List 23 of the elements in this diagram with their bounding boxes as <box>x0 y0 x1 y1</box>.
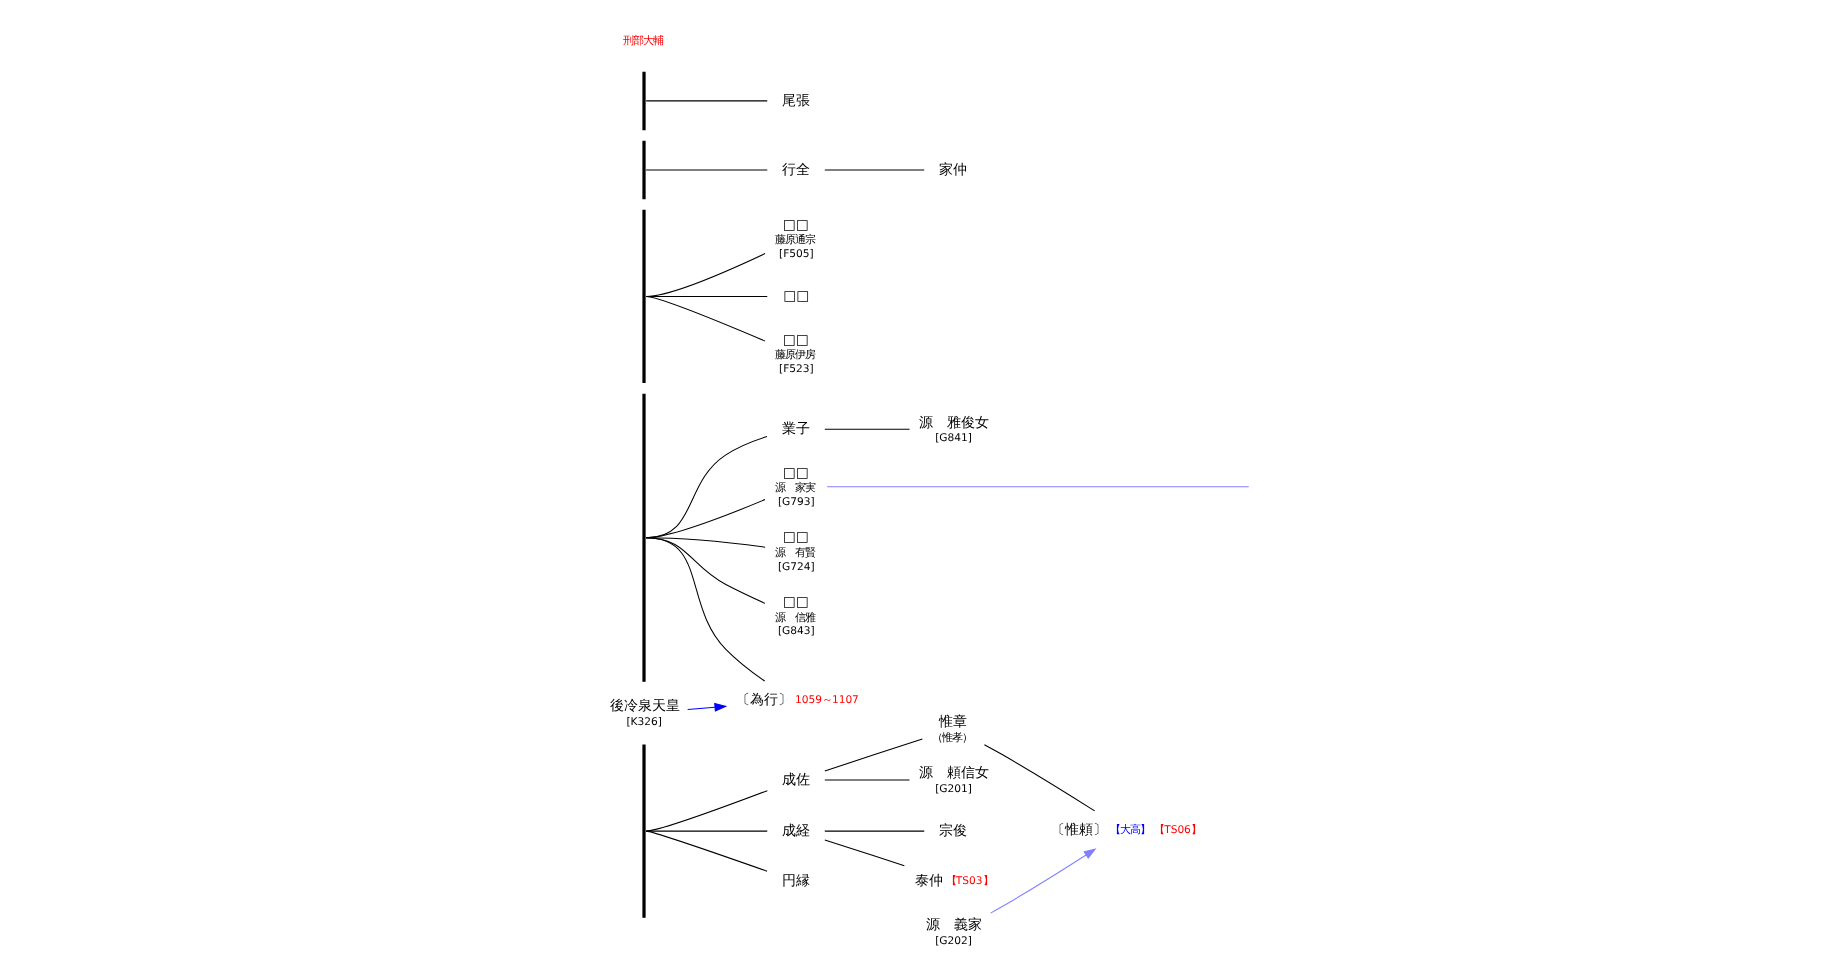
connector <box>825 485 1249 487</box>
connector <box>644 829 767 871</box>
connector <box>644 536 765 603</box>
connector <box>644 434 767 538</box>
node-bar <box>641 70 645 130</box>
arrow <box>989 847 1096 913</box>
node-bar <box>641 392 645 681</box>
node-bar <box>641 743 645 917</box>
connector <box>644 252 765 296</box>
connector <box>644 829 767 831</box>
node-bar <box>641 208 645 383</box>
node-bar <box>641 139 645 199</box>
connector <box>823 838 904 866</box>
connector <box>823 829 924 831</box>
connector <box>644 294 765 341</box>
arrow <box>686 701 727 711</box>
connector <box>644 536 765 681</box>
connector <box>982 743 1095 811</box>
connector <box>823 427 910 429</box>
connector <box>644 99 767 101</box>
connector <box>823 737 922 771</box>
connector <box>644 789 767 831</box>
connector <box>644 168 767 170</box>
